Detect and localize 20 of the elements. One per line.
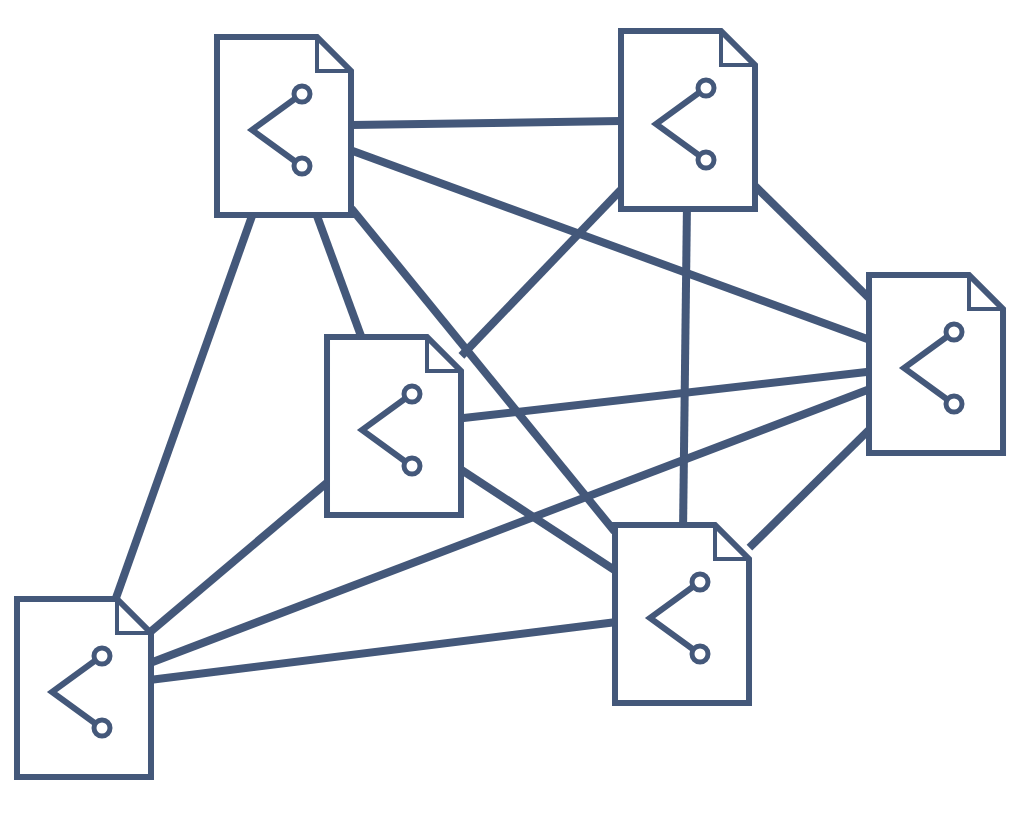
connector-line <box>351 117 621 129</box>
document-share-icon <box>866 272 1006 456</box>
connector-line <box>150 618 616 684</box>
document-share-icon <box>214 34 354 218</box>
connector-line <box>112 214 256 600</box>
document-share-icon <box>618 28 758 212</box>
document-share-icon <box>324 334 464 518</box>
connector-line <box>313 214 365 338</box>
connector-line <box>458 187 624 359</box>
connector-line <box>350 146 870 344</box>
connector-line <box>148 479 330 635</box>
connector-line <box>752 183 872 301</box>
connector-line <box>460 367 870 423</box>
connector-line <box>679 209 691 525</box>
document-share-icon <box>14 596 154 780</box>
connector-line <box>149 385 871 667</box>
connector-line <box>459 466 617 574</box>
connector-line <box>746 427 872 551</box>
connector-line <box>348 205 618 534</box>
document-share-icon <box>612 522 752 706</box>
